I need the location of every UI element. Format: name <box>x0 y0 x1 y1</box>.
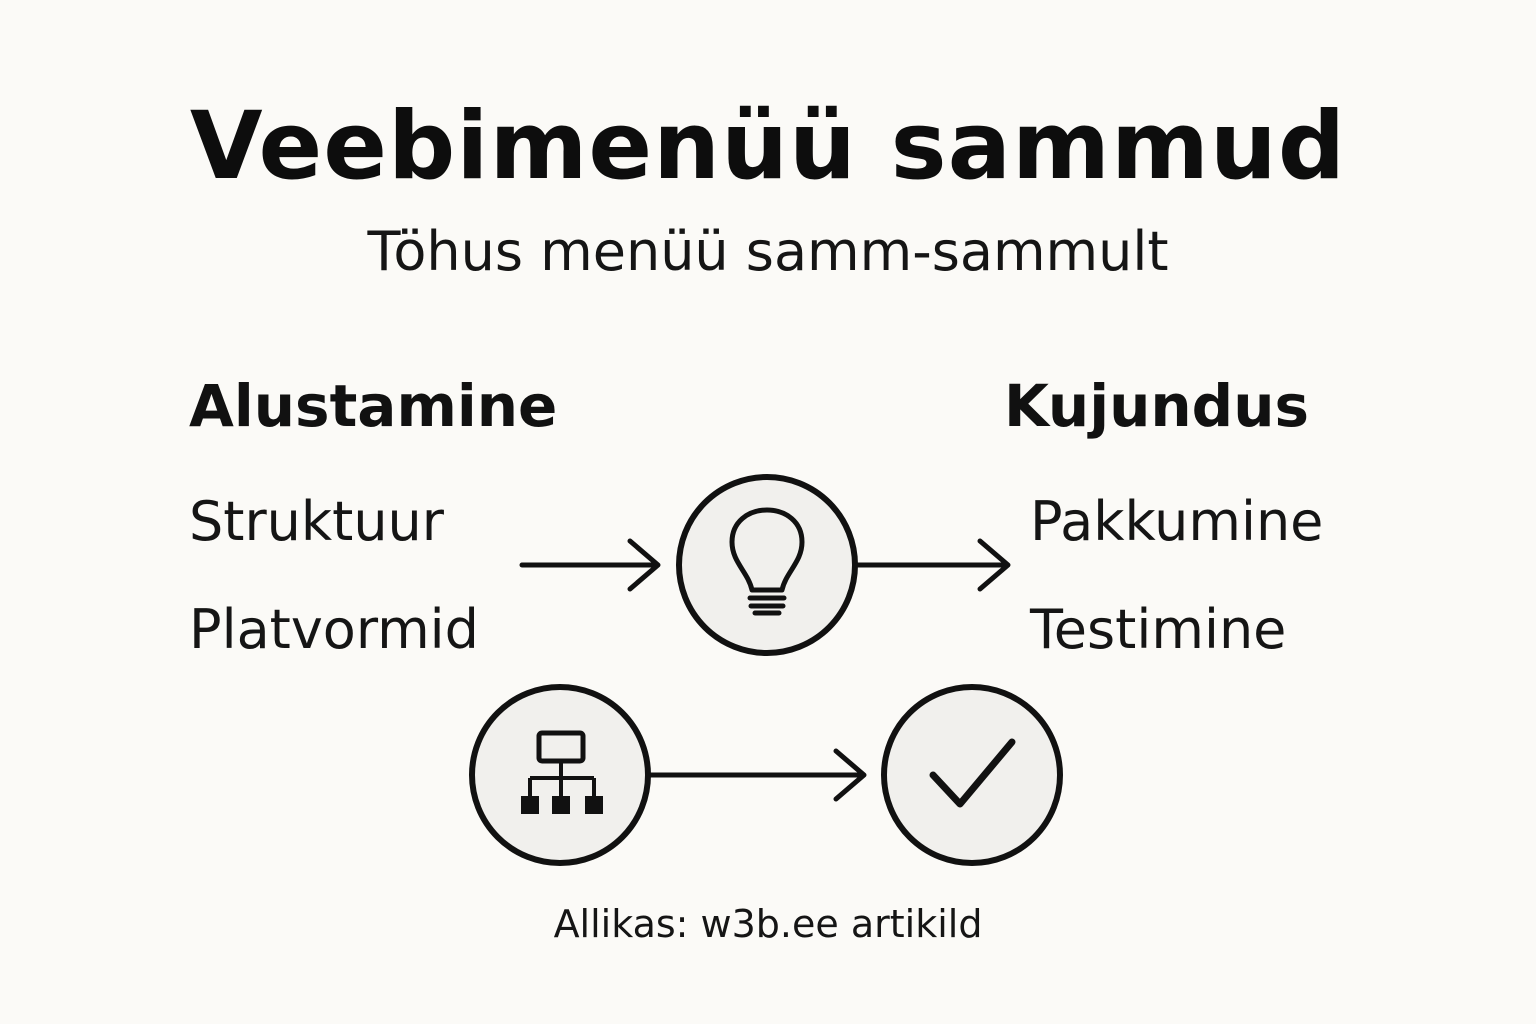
item-testimine: Testimine <box>1030 598 1287 661</box>
page-subtitle: Töhus menüü samm-sammult <box>367 220 1169 283</box>
checkmark-node <box>881 684 1063 866</box>
sitemap-node <box>469 684 651 866</box>
item-pakkumine: Pakkumine <box>1030 490 1324 553</box>
source-footer: Allikas: w3b.ee artikild <box>553 902 983 946</box>
checkmark-icon <box>929 738 1016 808</box>
sitemap-icon <box>521 730 603 814</box>
heading-alustamine: Alustamine <box>189 372 558 440</box>
arrow-to-right-column <box>855 538 1011 592</box>
item-struktuur: Struktuur <box>189 490 444 553</box>
lightbulb-node <box>676 474 858 656</box>
heading-kujundus: Kujundus <box>1004 372 1310 440</box>
item-platvormid: Platvormid <box>189 598 479 661</box>
arrow-to-checkmark <box>647 748 867 802</box>
arrow-to-lightbulb <box>519 538 661 592</box>
page-title: Veebimenüü sammud <box>189 92 1347 201</box>
lightbulb-icon <box>729 507 805 616</box>
